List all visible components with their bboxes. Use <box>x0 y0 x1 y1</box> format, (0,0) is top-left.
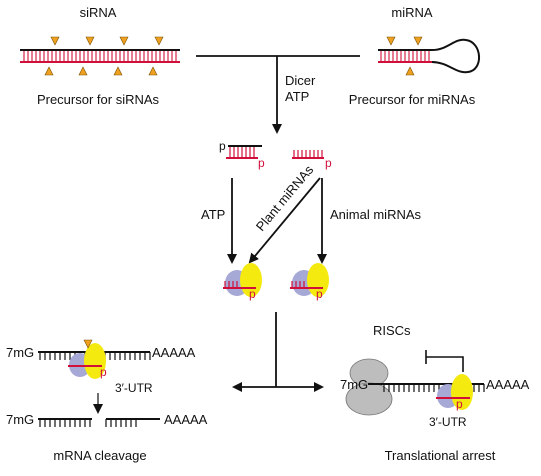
translational-arrest-label: Translational arrest <box>385 448 496 463</box>
risc-complex-mirna: p <box>290 263 329 301</box>
sirna-label: siRNA <box>80 5 117 20</box>
dicer-cleavage-sites <box>44 36 164 76</box>
sirna-precursor-duplex <box>20 36 180 76</box>
atp-label: ATP <box>201 207 225 222</box>
cap-label: 7mG <box>340 377 368 392</box>
target-mrna-cleavage: 7mG AAAAA p 3′-UTR 7mG AAAAA <box>6 339 208 427</box>
phosphate-label: p <box>249 287 256 301</box>
polya-cleaved-label: AAAAA <box>164 412 208 427</box>
utr-label: 3′-UTR <box>115 381 153 395</box>
plant-mirnas-label: Plant miRNAs <box>253 162 317 234</box>
target-mrna-arrest: 7mG AAAAA p 3′-UTR <box>340 358 530 429</box>
polya-label: AAAAA <box>486 377 530 392</box>
sirna-precursor-label: Precursor for siRNAs <box>37 92 160 107</box>
riscs-label: RISCs <box>373 323 411 338</box>
phosphate-label: p <box>258 156 265 170</box>
dicer-atp-label: ATP <box>285 89 309 104</box>
phosphate-label: p <box>456 397 463 411</box>
utr-label: 3′-UTR <box>429 415 467 429</box>
risc-complex-sirna: p <box>223 263 262 301</box>
risc-inhibition-bracket <box>426 356 464 372</box>
phosphate-label: p <box>325 156 332 170</box>
mirna-label: miRNA <box>391 5 432 20</box>
cap-label: 7mG <box>6 345 34 360</box>
mirna-precursor-hairpin <box>378 36 480 76</box>
phosphate-label: p <box>316 287 323 301</box>
dicer-label: Dicer <box>285 73 316 88</box>
mirna-duplex: p <box>292 150 332 170</box>
phosphate-label: p <box>219 139 226 153</box>
phosphate-label: p <box>100 365 107 379</box>
mrna-cleavage-label: mRNA cleavage <box>53 448 146 463</box>
animal-mirnas-label: Animal miRNAs <box>330 207 422 222</box>
plant-mirna-arrow <box>248 177 321 264</box>
mirna-precursor-label: Precursor for miRNAs <box>349 92 476 107</box>
cap-cleaved-label: 7mG <box>6 412 34 427</box>
sirna-duplex: p p <box>219 139 265 170</box>
cleavage-site-marker <box>83 339 93 349</box>
polya-label: AAAAA <box>152 345 196 360</box>
